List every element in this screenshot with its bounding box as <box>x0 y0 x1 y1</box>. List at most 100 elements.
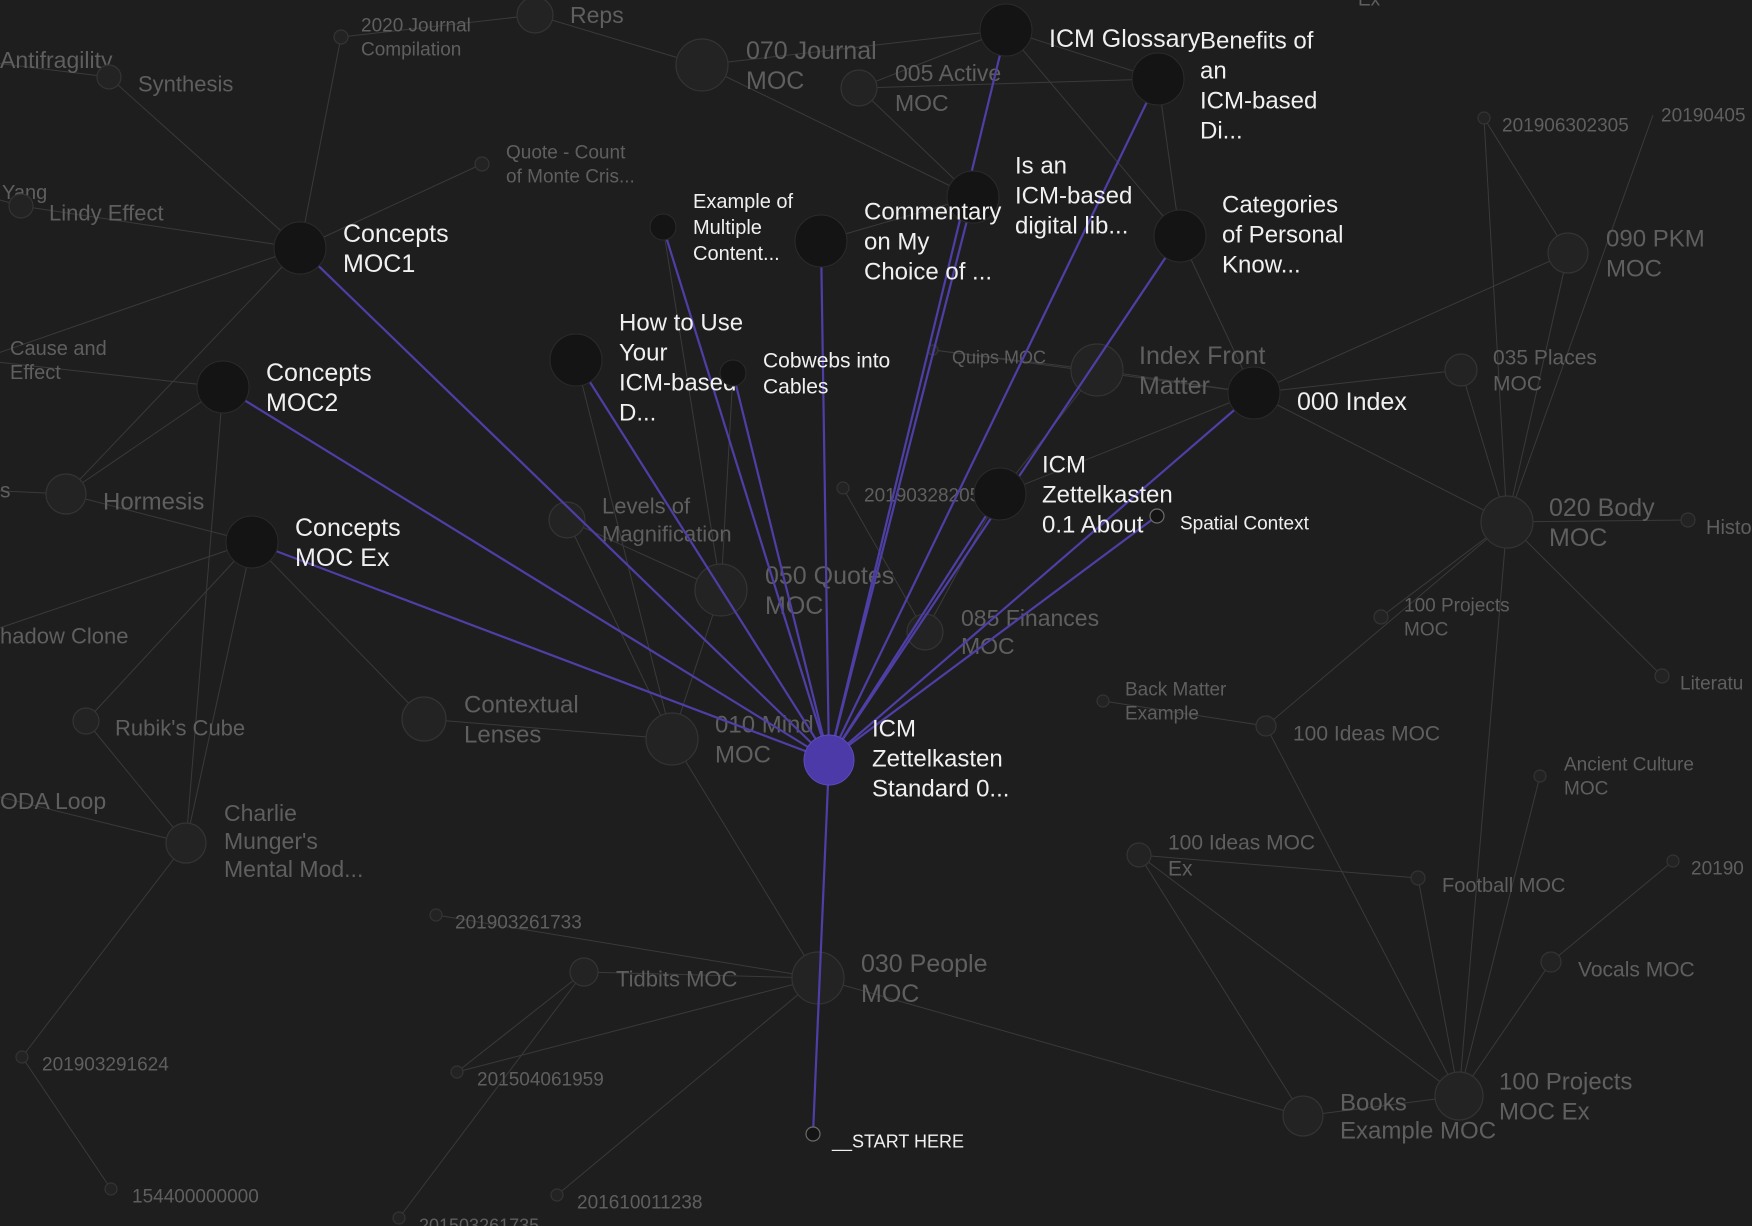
graph-node-n201906[interactable]: 201906302305 <box>1477 111 1629 137</box>
node-circle-journal2020[interactable] <box>333 29 349 45</box>
node-circle-mocex[interactable] <box>225 515 279 569</box>
graph-node-n201903261733[interactable]: 201903261733 <box>429 908 582 934</box>
node-circle-backmatter[interactable] <box>1096 694 1110 708</box>
node-circle-places035[interactable] <box>1444 353 1478 387</box>
node-circle-start[interactable] <box>805 1126 821 1142</box>
graph-node-hormesis[interactable]: Hormesis <box>45 473 204 515</box>
graph-node-ooda[interactable]: ODA Loop <box>0 788 106 814</box>
graph-node-benefits[interactable]: Benefits ofanICM-basedDi... <box>1131 27 1317 144</box>
node-circle-tidbits[interactable] <box>569 957 599 987</box>
node-circle-body020[interactable] <box>1480 495 1534 549</box>
graph-node-start[interactable]: __START HERE <box>805 1126 964 1152</box>
graph-node-antifragility[interactable]: Antifragility <box>0 47 113 73</box>
graph-node-spatial[interactable]: Spatial Context <box>1149 508 1310 535</box>
node-circle-n201504061959[interactable] <box>450 1065 464 1079</box>
node-circle-commentary[interactable] <box>794 214 848 268</box>
node-circle-n201903282054[interactable] <box>836 481 850 495</box>
graph-node-n201503261735[interactable]: 201503261735 <box>392 1211 539 1226</box>
node-circle-hormesis[interactable] <box>45 473 87 515</box>
node-circle-categories[interactable] <box>1153 209 1207 263</box>
graph-node-n201504061959[interactable]: 201504061959 <box>450 1065 604 1091</box>
graph-node-lindy[interactable]: Lindy Effect <box>8 193 164 226</box>
node-circle-icm-glossary[interactable] <box>979 3 1033 57</box>
node-circle-icm-std[interactable] <box>803 734 855 786</box>
node-circle-books[interactable] <box>1282 1095 1324 1137</box>
graph-node-n201610011238[interactable]: 201610011238 <box>550 1188 702 1214</box>
graph-node-how-to[interactable]: How to UseYourICM-basedD... <box>549 309 743 426</box>
node-circle-synthesis[interactable] <box>96 64 122 90</box>
node-circle-literat[interactable] <box>1654 668 1670 684</box>
graph-node-ideas100[interactable]: 100 Ideas MOC <box>1255 715 1440 745</box>
node-circle-reps[interactable] <box>516 0 554 34</box>
node-circle-n201903291624[interactable] <box>15 1050 29 1064</box>
node-circle-hist[interactable] <box>1680 512 1696 528</box>
node-circle-projects100ex[interactable] <box>1434 1071 1484 1121</box>
graph-node-n201903282054[interactable]: 201903282054 <box>836 481 991 507</box>
node-circle-n201610011238[interactable] <box>550 1188 564 1202</box>
node-circle-vocals[interactable] <box>1540 951 1562 973</box>
node-circle-mind010[interactable] <box>645 712 699 766</box>
node-circle-about[interactable] <box>973 467 1027 521</box>
graph-node-n20190r[interactable]: 20190 <box>1666 854 1744 880</box>
node-circle-spatial[interactable] <box>1149 508 1165 524</box>
node-circle-pkm090[interactable] <box>1547 232 1589 274</box>
graph-node-n154400000000[interactable]: 154400000000 <box>104 1182 259 1208</box>
graph-node-vocals[interactable]: Vocals MOC <box>1540 951 1695 981</box>
graph-node-tidbits[interactable]: Tidbits MOC <box>569 957 738 992</box>
graph-node-example[interactable]: Example ofMultipleContent... <box>649 191 793 265</box>
node-circle-active005[interactable] <box>840 69 878 107</box>
node-circle-journal070[interactable] <box>675 38 729 92</box>
graph-node-ex-top[interactable]: Ex <box>1334 0 1381 11</box>
node-circle-n154400000000[interactable] <box>104 1182 118 1196</box>
node-circle-n201906[interactable] <box>1477 111 1491 125</box>
node-circle-moc1[interactable] <box>273 221 327 275</box>
graph-node-shadow[interactable]: hadow Clone <box>0 624 128 649</box>
node-circle-ideas100[interactable] <box>1255 715 1277 737</box>
node-circle-levels[interactable] <box>548 501 586 539</box>
node-circle-rubik[interactable] <box>72 707 100 735</box>
graph-node-left-s[interactable]: s <box>0 479 11 502</box>
graph-node-idx000[interactable]: 000 Index <box>1227 366 1407 420</box>
node-circle-ideas100ex[interactable] <box>1126 842 1152 868</box>
graph-node-n201904[interactable]: 20190405 <box>1661 106 1746 127</box>
node-circle-charlie[interactable] <box>165 822 207 864</box>
node-circle-contextual[interactable] <box>401 696 447 742</box>
node-circle-n20190r[interactable] <box>1666 854 1680 868</box>
node-circle-quote-count[interactable] <box>474 156 490 172</box>
graph-node-football[interactable]: Football MOC <box>1410 870 1565 897</box>
graph-node-reps[interactable]: Reps <box>516 0 624 34</box>
graph-node-literat[interactable]: Literatu <box>1654 668 1743 695</box>
node-circle-projects100[interactable] <box>1373 609 1389 625</box>
graph-node-n201903291624[interactable]: 201903291624 <box>15 1050 169 1076</box>
graph-node-hist[interactable]: Histo <box>1680 512 1752 539</box>
node-circle-cobwebs[interactable] <box>719 359 747 387</box>
graph-node-synthesis[interactable]: Synthesis <box>96 64 233 97</box>
